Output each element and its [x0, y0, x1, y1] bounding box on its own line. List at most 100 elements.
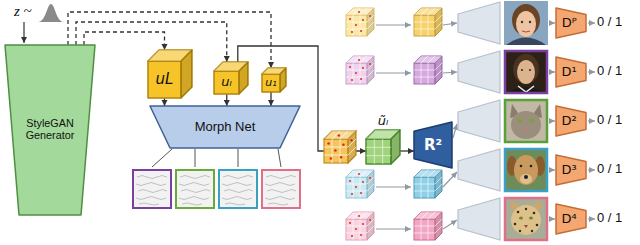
feature-cube-shade [280, 68, 286, 92]
renderer-block-face [414, 122, 452, 168]
branch-feature-cubes [346, 8, 442, 240]
connector-group [271, 92, 272, 106]
output-dog-photo [504, 148, 548, 192]
flow-arrows [549, 120, 555, 121]
node-label: D³ [562, 163, 577, 177]
output-dog-photo [520, 165, 523, 168]
output-dog-photo [530, 165, 533, 168]
generator-block-face [5, 45, 95, 215]
feature-cube-face [214, 71, 239, 94]
real-fake-output: 0 / 1 [597, 15, 622, 29]
output-dog-photo [504, 148, 548, 192]
discriminator-block: Dᴾ [556, 8, 586, 38]
connector-group [226, 94, 227, 106]
branch-feature-cubes [349, 11, 371, 33]
decoder-block [458, 198, 500, 240]
output-cat-photo [511, 111, 541, 139]
flow-field-thumbnails [262, 170, 300, 208]
output-face-photo [516, 11, 536, 37]
connector-group [400, 151, 414, 152]
output-leopard-photo [504, 197, 548, 241]
output-leopard-photo [524, 225, 528, 228]
branch-feature-cubes [414, 170, 442, 198]
flow-arrows [549, 22, 555, 23]
output-leopard-photo [514, 223, 517, 226]
node-label: D² [562, 114, 577, 128]
flow-arrows [588, 169, 595, 170]
flow-arrows [588, 22, 595, 23]
flow-field-thumbnails [262, 170, 300, 208]
feature-cube-face [239, 62, 248, 94]
output-face-photo [504, 1, 548, 45]
output-leopard-photo [519, 230, 521, 232]
connector-arrow [164, 98, 165, 106]
output-portrait-painting [521, 69, 523, 71]
output-leopard-photo [511, 205, 541, 235]
warped-feature-cube [327, 134, 352, 159]
text-area: R² [414, 122, 452, 168]
flow-arrows [376, 24, 411, 25]
output-leopard-photo [525, 208, 527, 210]
text-area: D¹ [556, 57, 582, 87]
output-portrait-painting [518, 86, 534, 92]
output-cat-photo [504, 99, 548, 143]
output-dog-photo [505, 149, 547, 191]
output-leopard-photo [529, 217, 533, 220]
text-area: D³ [556, 155, 582, 185]
flow-arrows [443, 172, 457, 187]
output-face-photo [521, 21, 523, 23]
real-fake-output: 0 / 1 [597, 113, 622, 127]
connector-arrow [84, 32, 165, 50]
flow-arrows [376, 228, 411, 229]
branch-feature-cubes [414, 56, 442, 84]
node-label: Morph Net [195, 120, 256, 134]
decoder-block [458, 149, 500, 191]
discriminator-block-face [556, 106, 586, 136]
output-portrait-painting [504, 50, 548, 94]
feature-cube-face [280, 68, 286, 92]
latent-variable: z ~ [14, 3, 32, 20]
node-label: Dᴾ [562, 16, 577, 30]
branch-feature-cubes [349, 59, 371, 81]
discriminator-block: D¹ [556, 57, 586, 87]
feature-cube: uₗ [214, 62, 248, 94]
feature-cube-face [181, 50, 192, 98]
feature-cube-face [148, 61, 181, 98]
branch-feature-cubes [346, 170, 374, 198]
flow-arrows [376, 72, 411, 73]
branch-feature-cubes [349, 215, 371, 237]
output-leopard-photo [517, 211, 520, 214]
latent-prior [38, 4, 64, 22]
discriminator-block: D³ [556, 155, 586, 185]
node-label: D¹ [562, 65, 577, 79]
output-leopard-photo [504, 197, 548, 241]
output-leopard-photo [533, 212, 536, 215]
flow-arrows [443, 23, 457, 25]
flow-field-thumbnails [278, 149, 281, 167]
node-label: uₗ [221, 75, 231, 89]
connector-arrow [270, 92, 271, 106]
output-dog-photo [520, 174, 532, 184]
discriminator-block-face [556, 155, 586, 185]
discriminator-block-face [556, 204, 586, 234]
output-dog-photo [524, 175, 528, 179]
output-cat-photo [524, 128, 528, 131]
latent-prior [23, 22, 24, 43]
feature-cube: uL [148, 50, 192, 98]
decoder-block [458, 2, 500, 240]
output-portrait-painting [517, 60, 535, 84]
node-label: u₁ [265, 77, 276, 89]
output-portrait-painting [505, 51, 547, 93]
flow-arrows [376, 23, 595, 229]
branch-feature-cubes [346, 8, 374, 36]
discriminator-block-face [556, 57, 586, 87]
renderer-block: R² [414, 122, 452, 168]
connector-group [164, 98, 165, 106]
warped-feature-cube-face [366, 139, 391, 164]
text-area: StyleGAN Generator [19, 45, 81, 215]
output-leopard-photo [536, 224, 539, 227]
flow-field-thumbnails [219, 170, 257, 208]
flow-field-thumbnails [219, 170, 257, 208]
cube-grid [366, 139, 391, 164]
